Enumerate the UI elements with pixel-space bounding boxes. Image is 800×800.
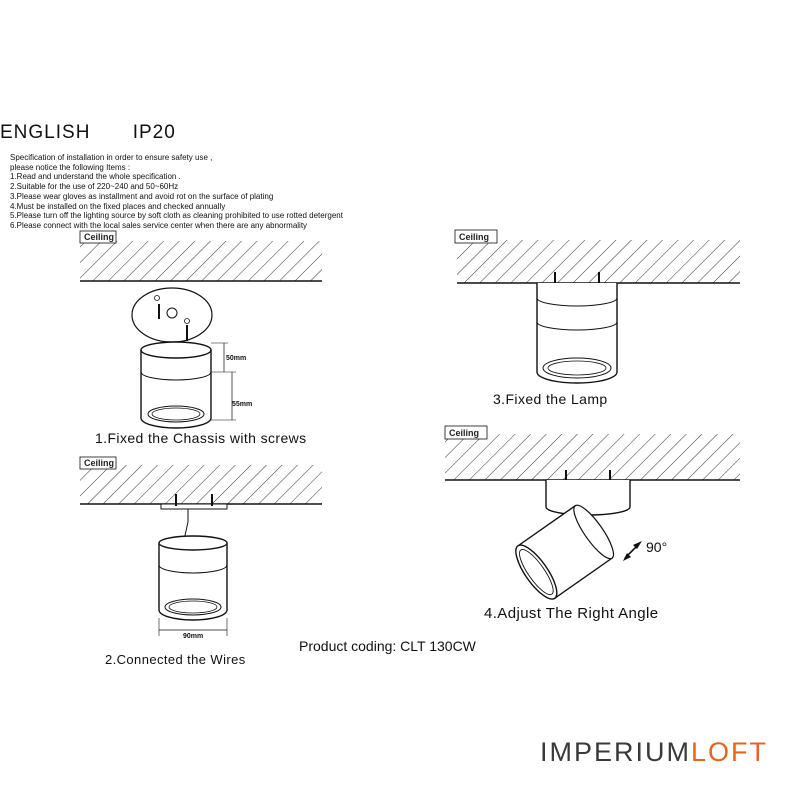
spec-line: 4.Must be installed on the fixed places … bbox=[10, 201, 226, 211]
step2-lamp-body bbox=[158, 535, 228, 621]
step1-label: 1.Fixed the Chassis with screws bbox=[95, 430, 307, 446]
dimension-50mm: 50mm bbox=[226, 355, 247, 362]
spec-line: 6.Please connect with the local sales se… bbox=[10, 220, 308, 230]
ip-rating: IP20 bbox=[132, 122, 176, 143]
spec-line: please notice the following Items : bbox=[10, 162, 131, 172]
spec-line: Specification of installation in order t… bbox=[10, 153, 213, 162]
angle-label: 90° bbox=[646, 539, 668, 555]
step1-lamp-body bbox=[140, 341, 212, 429]
spec-line: 3.Please wear gloves as installment and … bbox=[10, 191, 274, 201]
step2-ceiling: Ceiling bbox=[79, 456, 322, 505]
product-coding: Product coding: CLT 130CW bbox=[299, 638, 476, 654]
ceiling-label: Ceiling bbox=[84, 232, 114, 242]
step4-label: 4.Adjust The Right Angle bbox=[484, 605, 659, 622]
double-arrow-icon bbox=[623, 541, 642, 561]
dimension-55mm: 55mm bbox=[232, 401, 253, 408]
step4-tilted-lamp bbox=[515, 504, 615, 600]
language-label: ENGLISH bbox=[0, 122, 91, 143]
step3-label: 3.Fixed the Lamp bbox=[493, 391, 608, 407]
step2-mounting-plate bbox=[160, 494, 228, 541]
step4-ceiling: Ceiling bbox=[444, 425, 740, 481]
spec-line: 5.Please turn off the lighting source by… bbox=[10, 211, 343, 221]
dimension-90mm: 90mm bbox=[183, 633, 204, 640]
step1-dimension-lines bbox=[211, 342, 236, 421]
logo-part-imperium: IMPERIUM bbox=[540, 737, 691, 767]
spec-line: 2.Suitable for the use of 220~240 and 50… bbox=[10, 182, 179, 192]
step3-lamp-body bbox=[536, 272, 618, 384]
logo-part-loft: LOFT bbox=[691, 737, 769, 767]
step2-label: 2.Connected the Wires bbox=[105, 652, 246, 667]
specification-list: Specification of installation in order t… bbox=[10, 153, 343, 231]
spec-line: 1.Read and understand the whole specific… bbox=[10, 172, 181, 182]
step2-dimension-line bbox=[158, 618, 228, 636]
step1-mounting-plate bbox=[131, 287, 213, 343]
step3-ceiling: Ceiling bbox=[454, 229, 740, 284]
ceiling-label: Ceiling bbox=[84, 458, 114, 468]
step1-ceiling: Ceiling bbox=[79, 230, 322, 282]
brand-logo: IMPERIUMLOFT bbox=[540, 737, 768, 768]
document-header: ENGLISH IP20 bbox=[0, 122, 176, 144]
ceiling-label: Ceiling bbox=[459, 232, 489, 242]
ceiling-label: Ceiling bbox=[449, 428, 479, 438]
